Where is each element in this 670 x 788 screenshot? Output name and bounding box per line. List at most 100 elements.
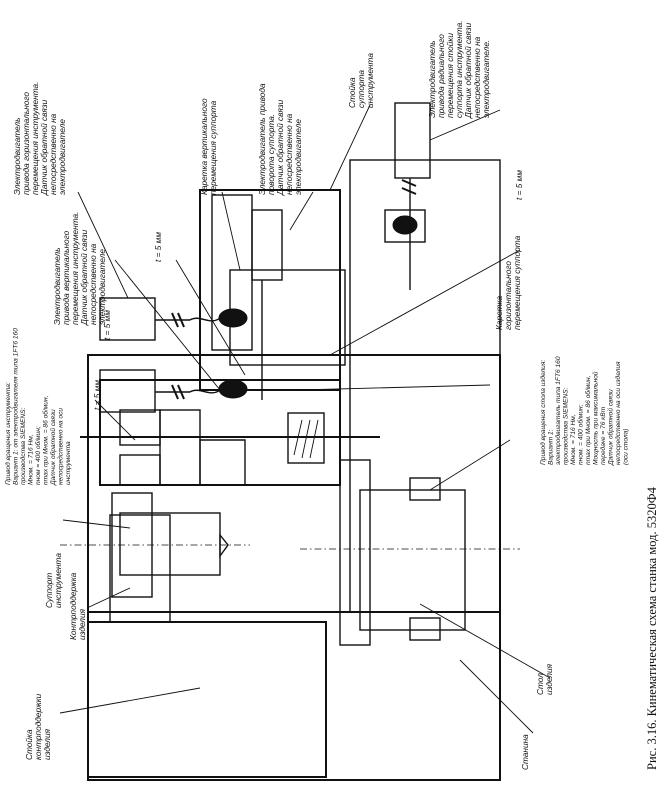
vertical-carriage: [199, 189, 346, 400]
svg-text:непосредственно на оси изделия: непосредственно на оси изделия: [614, 361, 622, 465]
label-line: Электродвигатель привода: [257, 83, 267, 195]
svg-text:t = 5 мм: t = 5 мм: [153, 232, 163, 262]
svg-text:непосредственно на: непосредственно на: [472, 36, 482, 118]
svg-text:t = 5 мм: t = 5 мм: [514, 170, 524, 200]
label-line: привода вертикального: [61, 230, 71, 325]
svg-text:Датчик обратной связи: Датчик обратной связи: [79, 229, 89, 326]
tolerance-text: t = 5 мм: [514, 170, 524, 200]
svg-text:суппорта: суппорта: [356, 70, 366, 108]
svg-text:Суппорт: Суппорт: [44, 573, 54, 608]
label-line: Контрподдержка: [68, 572, 78, 640]
label-line: nном. = 400 об/мин;: [577, 404, 585, 465]
label-motor-tool-feed: Электродвигатель привода вертикального п…: [52, 212, 107, 326]
svg-text:непосредственно на: непосредственно на: [88, 243, 98, 325]
svg-text:Мном. = 716 Нм,: Мном. = 716 Нм,: [570, 414, 577, 465]
svg-text:nmax при Мном. = 86 об/мин,: nmax при Мном. = 86 об/мин,: [42, 395, 50, 485]
label-line: Вариант 1:: [548, 429, 555, 465]
svg-text:Датчик обратной связи: Датчик обратной связи: [39, 99, 49, 196]
tolerance-text: t = 5 мм: [153, 232, 163, 262]
tool-head-assembly: [80, 379, 380, 486]
svg-text:Привод вращения стола изделия:: Привод вращения стола изделия:: [539, 360, 547, 465]
svg-text:инструмента: инструмента: [365, 53, 375, 108]
svg-text:Привод вращения инструмента:: Привод вращения инструмента:: [4, 382, 12, 485]
svg-text:Каретка вертикального: Каретка вертикального: [199, 98, 209, 195]
label-line: инструмента: [53, 553, 63, 608]
tolerance-rotation: t = 5 мм: [92, 380, 102, 410]
label-tailstock: Контрподдержка изделия: [68, 572, 87, 640]
label-line: Мощность при максимальной: [592, 371, 600, 465]
svg-text:непосредственно на: непосредственно на: [284, 113, 294, 195]
label-line: привода радиального: [436, 34, 446, 118]
label-tool-support-post: Стойка суппорта инструмента: [347, 53, 375, 108]
label-line: электродвигателе: [293, 119, 303, 195]
svg-text:инструмента: инструмента: [53, 553, 63, 608]
label-line: непосредственно на: [472, 36, 482, 118]
label-line: электродвигателе: [57, 119, 67, 195]
svg-text:Вариант 1:: Вариант 1:: [548, 429, 555, 465]
label-line: Датчик обратной связи: [49, 409, 57, 486]
tolerance-text: t = 5 мм: [92, 380, 102, 410]
label-line: Вариант 1: от электродвигателя типа 1FT6…: [12, 328, 20, 485]
label-line: перемещения инструмента.: [30, 82, 40, 195]
label-line: Станина: [520, 734, 530, 770]
label-line: изделия: [42, 728, 52, 760]
label-line: электродвигателе.: [481, 40, 491, 118]
label-line: непосредственно на: [48, 113, 58, 195]
workpiece-table: [300, 459, 520, 646]
svg-text:изделия: изделия: [544, 663, 554, 695]
svg-text:Каретка: Каретка: [494, 296, 504, 330]
label-line: Мном. = 716 Нм,: [28, 434, 35, 485]
label-line: (оси стола): [623, 429, 630, 465]
tailstock-post: [87, 514, 327, 778]
svg-text:перемещения суппорта: перемещения суппорта: [512, 235, 522, 330]
svg-text:Стол: Стол: [535, 673, 545, 695]
label-line: Датчик обратной связи: [79, 229, 89, 326]
label-bed: Станина: [520, 734, 530, 770]
label-line: Датчик обратной связи: [607, 389, 615, 466]
tolerance-horizontal: t = 5 мм: [102, 310, 112, 340]
svg-text:Рис. 3.16. Кинематическая схем: Рис. 3.16. Кинематическая схема станка м…: [645, 486, 659, 770]
svg-text:Датчик обратной связи: Датчик обратной связи: [275, 99, 285, 196]
svg-text:Контрподдержка: Контрподдержка: [68, 572, 78, 640]
label-line: перемещения инструмента.: [70, 212, 80, 325]
label-line: Привод вращения инструмента:: [4, 382, 12, 485]
motor-vertical: [99, 369, 190, 413]
tolerance-vertical: t = 5 мм: [153, 232, 163, 262]
label-line: перемещения суппорта: [512, 235, 522, 330]
label-line: непосредственно на: [88, 243, 98, 325]
label-line: Привод вращения стола изделия:: [539, 360, 547, 465]
svg-text:изделия: изделия: [77, 608, 87, 640]
svg-text:Стойка: Стойка: [347, 77, 357, 108]
svg-text:Датчик обратной связи: Датчик обратной связи: [49, 409, 57, 486]
svg-text:nном = 400 об/мин;: nном = 400 об/мин;: [34, 426, 42, 485]
label-line: Датчик обратной связи: [463, 22, 473, 119]
svg-text:привода вертикального: привода вертикального: [61, 230, 71, 325]
label-motor-radial: Электродвигатель привода радиального пер…: [427, 20, 491, 119]
label-line: электродвигателе: [97, 249, 107, 325]
svg-text:привода горизонтального: привода горизонтального: [21, 92, 31, 195]
svg-text:перемещения инструмента.: перемещения инструмента.: [30, 82, 40, 195]
svg-text:непосредственно на оси: непосредственно на оси: [57, 408, 65, 485]
label-line: Стойка: [24, 729, 34, 760]
label-line: изделия: [77, 608, 87, 640]
svg-text:Вариант 1: от электродвигателя: Вариант 1: от электродвигателя типа 1FT6…: [12, 328, 20, 485]
label-line: инструмента: [65, 441, 72, 485]
label-line: nном = 400 об/мин;: [34, 426, 42, 485]
svg-text:производства SIEMENS:: производства SIEMENS:: [562, 387, 570, 465]
label-line: изделия: [544, 663, 554, 695]
label-line: суппорта: [356, 70, 366, 108]
label-line: Каретка вертикального: [199, 98, 209, 195]
label-line: Каретка: [494, 296, 504, 330]
label-line: Стол: [535, 673, 545, 695]
svg-text:nmax при Мном. = 86 об/мин,: nmax при Мном. = 86 об/мин,: [584, 375, 592, 465]
svg-text:Электродвигатель: Электродвигатель: [427, 40, 437, 118]
label-line: Электродвигатель: [52, 247, 62, 325]
svg-text:перемещения стойки: перемещения стойки: [445, 33, 455, 118]
svg-text:электродвигатель типа 1FT6 160: электродвигатель типа 1FT6 160: [554, 356, 562, 465]
svg-text:(оси стола): (оси стола): [623, 429, 630, 465]
label-line: привода горизонтального: [21, 92, 31, 195]
label-line: nmax при Мном. = 86 об/мин,: [42, 395, 50, 485]
label-line: производства SIEMENS:: [19, 407, 27, 485]
svg-text:t = 5 мм: t = 5 мм: [92, 380, 102, 410]
